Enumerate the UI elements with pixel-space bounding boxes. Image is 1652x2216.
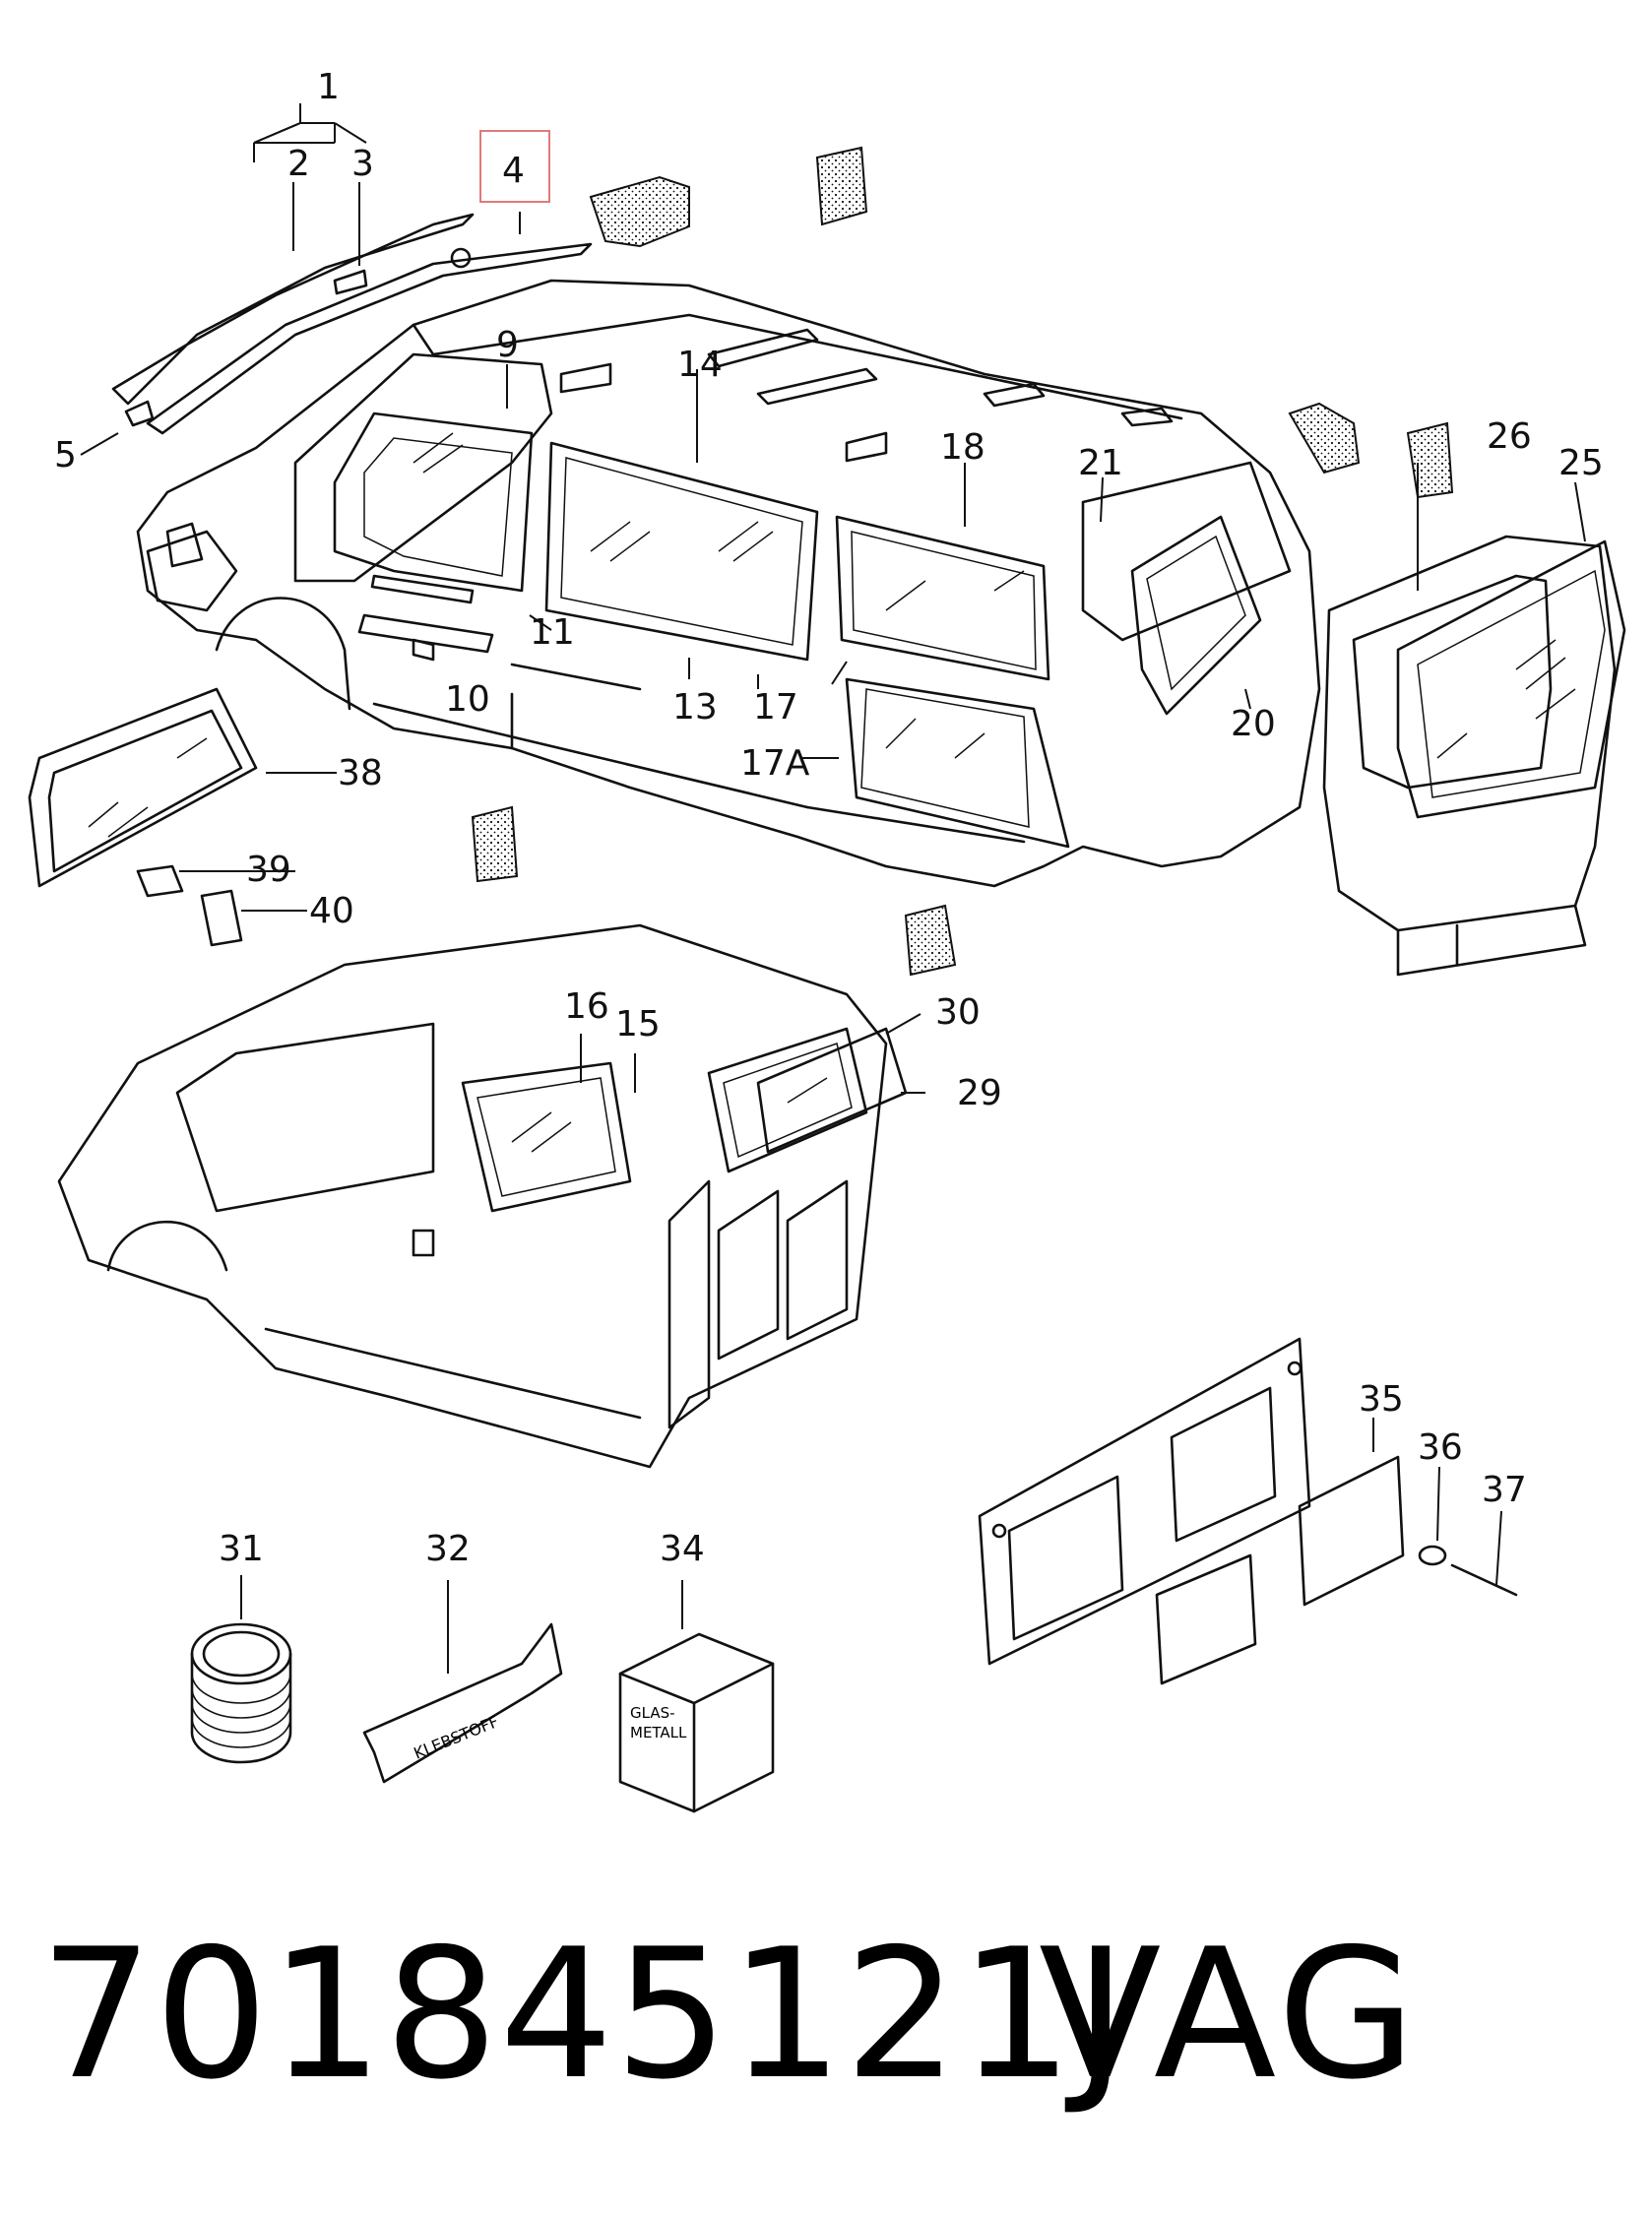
rear-liftgate-illustration [1322, 535, 1626, 977]
callout-15: 15 [615, 1004, 661, 1045]
callout-5: 5 [54, 435, 77, 475]
callout-31: 31 [219, 1529, 264, 1569]
callout-20: 20 [1231, 704, 1276, 744]
callout-26: 26 [1487, 416, 1532, 457]
window-18 [835, 515, 1050, 681]
callout-30: 30 [935, 992, 981, 1033]
callout-37: 37 [1482, 1470, 1527, 1510]
callout-25: 25 [1558, 443, 1604, 483]
callout-2: 2 [287, 144, 310, 184]
window-21 [1081, 461, 1292, 642]
callout-38: 38 [338, 753, 383, 793]
callout-14: 14 [677, 345, 723, 385]
loose-glass-38 [28, 687, 258, 947]
window-9 [333, 412, 534, 593]
callout-17: 17 [753, 687, 798, 728]
callout-9: 9 [496, 325, 519, 365]
callout-labels: 1 2 3 4 5 9 14 18 21 26 25 11 10 13 17 2… [54, 67, 1604, 1569]
callout-1: 1 [317, 67, 340, 107]
callout-21: 21 [1078, 443, 1123, 483]
part-number: 701845121J [39, 1910, 1128, 2119]
primer-box-label-line1: GLAS- [630, 1704, 675, 1722]
primer-box-label-line2: METALL [630, 1724, 687, 1741]
footer: 701845121J VAG [0, 1910, 1652, 2166]
callout-10: 10 [445, 679, 490, 720]
upper-van-illustration [136, 279, 1321, 888]
lower-van-illustration [57, 923, 908, 1469]
callout-34: 34 [660, 1529, 705, 1569]
callout-4: 4 [502, 151, 525, 191]
roof-moldings [111, 213, 593, 435]
callout-36: 36 [1418, 1427, 1463, 1468]
callout-32: 32 [425, 1529, 471, 1569]
adhesive-tube-label: KLEBSTOFF [412, 1712, 502, 1763]
callout-29: 29 [957, 1073, 1002, 1113]
callout-40: 40 [309, 891, 354, 931]
highlight-box [479, 130, 550, 203]
window-14 [544, 441, 819, 662]
seal-profiles [471, 146, 1454, 977]
callout-3: 3 [351, 144, 374, 184]
callout-13: 13 [672, 687, 718, 728]
callout-11: 11 [530, 612, 575, 653]
callout-35: 35 [1359, 1379, 1404, 1420]
callout-17A: 17A [740, 743, 810, 784]
brand-name: VAG [1039, 1910, 1421, 2119]
callout-16: 16 [564, 986, 609, 1027]
callout-39: 39 [246, 850, 291, 890]
leader-lines [80, 103, 1586, 1674]
accessories: KLEBSTOFF GLAS- METALL [190, 1337, 1518, 1813]
callout-18: 18 [940, 427, 985, 468]
